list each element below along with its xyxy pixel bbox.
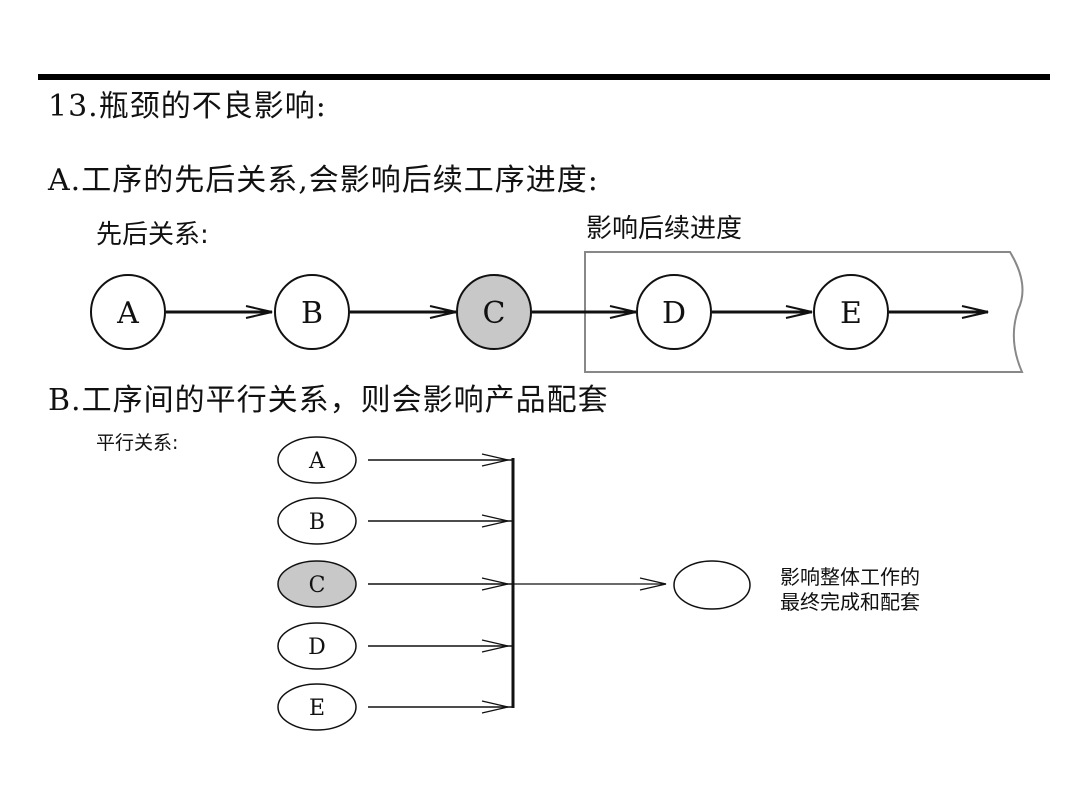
sequence-node-d: D	[636, 274, 712, 350]
parallel-node-b: B	[277, 497, 357, 545]
parallel-nodes: A B C D E	[277, 436, 357, 731]
sequence-node-e: E	[813, 274, 889, 350]
result-description: 影响整体工作的 最终完成和配套	[780, 565, 1020, 615]
svg-text:D: D	[308, 635, 326, 660]
svg-text:C: C	[483, 296, 506, 331]
title-rule	[38, 74, 1050, 80]
page-title: 13.瓶颈的不良影响:	[48, 89, 327, 124]
result-line-1: 影响整体工作的	[780, 565, 920, 589]
svg-text:E: E	[309, 696, 325, 721]
sequence-arrows	[166, 305, 989, 319]
svg-text:C: C	[309, 573, 326, 598]
parallel-node-a: A	[277, 436, 357, 484]
svg-text:B: B	[309, 510, 325, 535]
sequence-node-b: B	[274, 274, 350, 350]
svg-text:E: E	[840, 296, 862, 331]
parallel-node-c: C	[277, 560, 357, 608]
result-line-2: 最终完成和配套	[780, 590, 920, 614]
svg-text:D: D	[662, 296, 686, 331]
sequence-nodes: A B C D E	[90, 274, 889, 350]
svg-text:A: A	[308, 449, 326, 474]
svg-text:A: A	[116, 296, 139, 331]
affect-progress-label: 影响后续进度	[586, 214, 743, 244]
parallel-node-d: D	[277, 622, 357, 670]
result-node	[673, 560, 751, 610]
downstream-box	[584, 251, 1024, 373]
sequence-node-a: A	[90, 274, 166, 350]
section-b-heading: B.工序间的平行关系，则会影响产品配套	[48, 383, 609, 418]
parallel-node-e: E	[277, 683, 357, 731]
parallel-label: 平行关系:	[96, 432, 179, 454]
parallel-lines	[368, 453, 667, 714]
sequential-label: 先后关系:	[96, 220, 209, 250]
sequence-node-c: C	[456, 274, 532, 350]
section-a-heading: A.工序的先后关系,会影响后续工序进度:	[48, 163, 599, 198]
svg-text:B: B	[301, 296, 323, 331]
